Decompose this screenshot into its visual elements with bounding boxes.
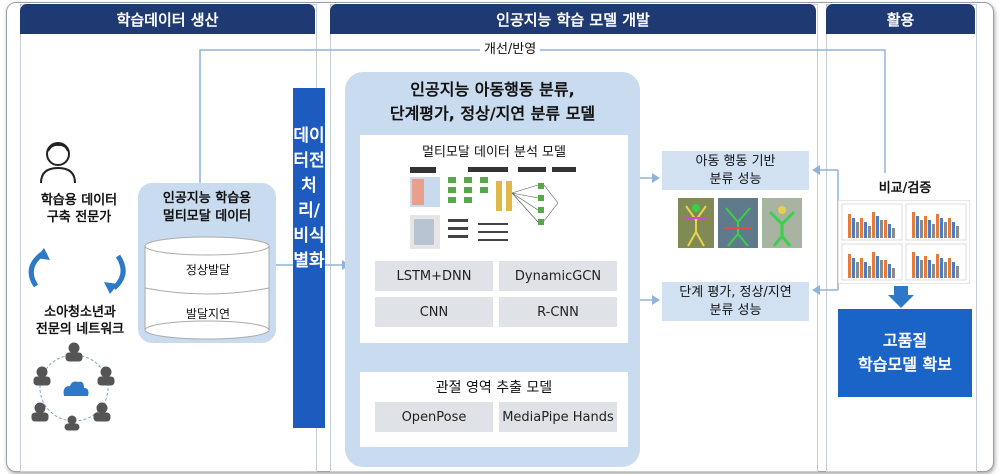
behavior-performance-label: 아동 행동 기반 분류 성능 xyxy=(662,151,809,190)
doctor-network-icon xyxy=(31,342,115,431)
model-lstm-dnn: LSTM+DNN xyxy=(375,261,493,291)
compare-validate-label: 비교/검증 xyxy=(878,180,932,196)
cylinder-normal-label: 정상발달 xyxy=(185,262,231,277)
comparison-charts-image xyxy=(838,200,970,284)
model-cnn: CNN xyxy=(375,297,493,327)
model-mediapipe-hands: MediaPipe Hands xyxy=(499,402,617,432)
multimodal-analysis-title: 멀티모달 데이터 분석 모델 xyxy=(422,144,566,160)
model-openpose: OpenPose xyxy=(375,402,493,432)
stage-performance-label: 단계 평가, 정상/지연 분류 성능 xyxy=(662,282,809,321)
header-data-production: 학습데이터 생산 xyxy=(20,4,315,34)
multimodal-data-title: 인공지능 학습용 멀티모달 데이터 xyxy=(162,191,252,224)
network-architecture-image xyxy=(408,163,578,253)
database-cylinder-icon xyxy=(144,236,270,340)
cylinder-delay-label: 발달지연 xyxy=(185,306,231,321)
down-arrow-icon xyxy=(888,286,914,308)
joint-extraction-title: 관절 영역 추출 모델 xyxy=(435,380,553,396)
child-pose-images xyxy=(678,198,802,248)
expert-label: 학습용 데이터 구축 전문가 xyxy=(40,193,118,225)
feedback-label: 개선/반영 xyxy=(480,38,541,57)
model-r-cnn: R-CNN xyxy=(499,297,617,327)
high-quality-model-outcome: 고품질 학습모델 확보 xyxy=(838,309,972,397)
ai-model-title: 인공지능 아동행동 분류, 단계평가, 정상/지연 분류 모델 xyxy=(389,80,596,123)
header-model-development: 인공지능 학습 모델 개발 xyxy=(330,4,816,34)
preprocessing-bar: 데이터전처리/비식별화 xyxy=(293,88,325,428)
network-label: 소아청소년과 전문의 네트워크 xyxy=(35,305,125,337)
person-icon xyxy=(40,142,76,184)
model-dynamic-gcn: DynamicGCN xyxy=(499,261,617,291)
header-usage: 활용 xyxy=(826,4,975,34)
cycle-arrows-icon xyxy=(28,248,126,294)
